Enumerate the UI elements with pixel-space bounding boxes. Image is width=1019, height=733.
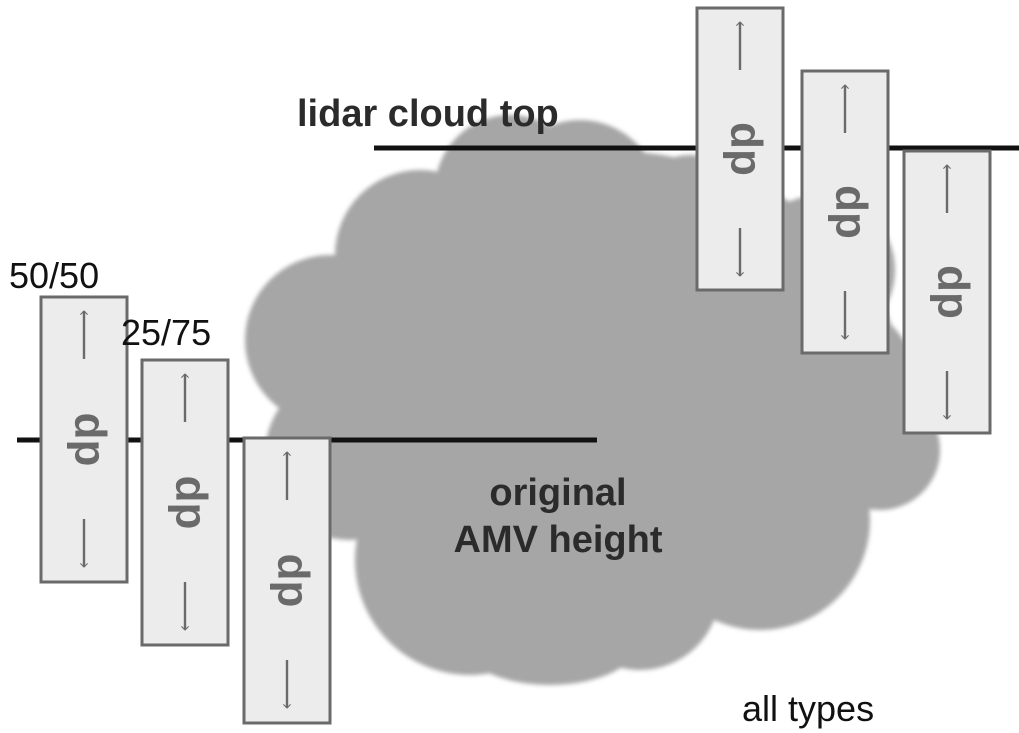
amv-height-label-line1: original xyxy=(489,472,626,514)
dp-label: dp xyxy=(923,265,972,319)
dp-box-25-75-right: dp xyxy=(800,69,890,355)
dp-label: dp xyxy=(821,185,870,239)
ratio-50-50-label: 50/50 xyxy=(9,255,99,296)
dp-label: dp xyxy=(60,413,109,467)
ratio-25-75-label: 25/75 xyxy=(121,312,211,353)
dp-box-0-100-left: dp xyxy=(242,436,332,725)
dp-box-50-50-right: dp xyxy=(695,6,785,292)
dp-box-50-50-left: dp xyxy=(39,295,129,584)
dp-label: dp xyxy=(263,554,312,608)
lidar-cloud-top-label: lidar cloud top xyxy=(297,93,559,135)
amv-height-label-line2: AMV height xyxy=(454,519,663,561)
all-types-label: all types xyxy=(742,688,874,729)
dp-label: dp xyxy=(716,122,765,176)
dp-box-0-100-right: dp xyxy=(902,149,992,435)
dp-label: dp xyxy=(161,476,210,530)
dp-box-25-75-left: dp xyxy=(140,358,230,647)
